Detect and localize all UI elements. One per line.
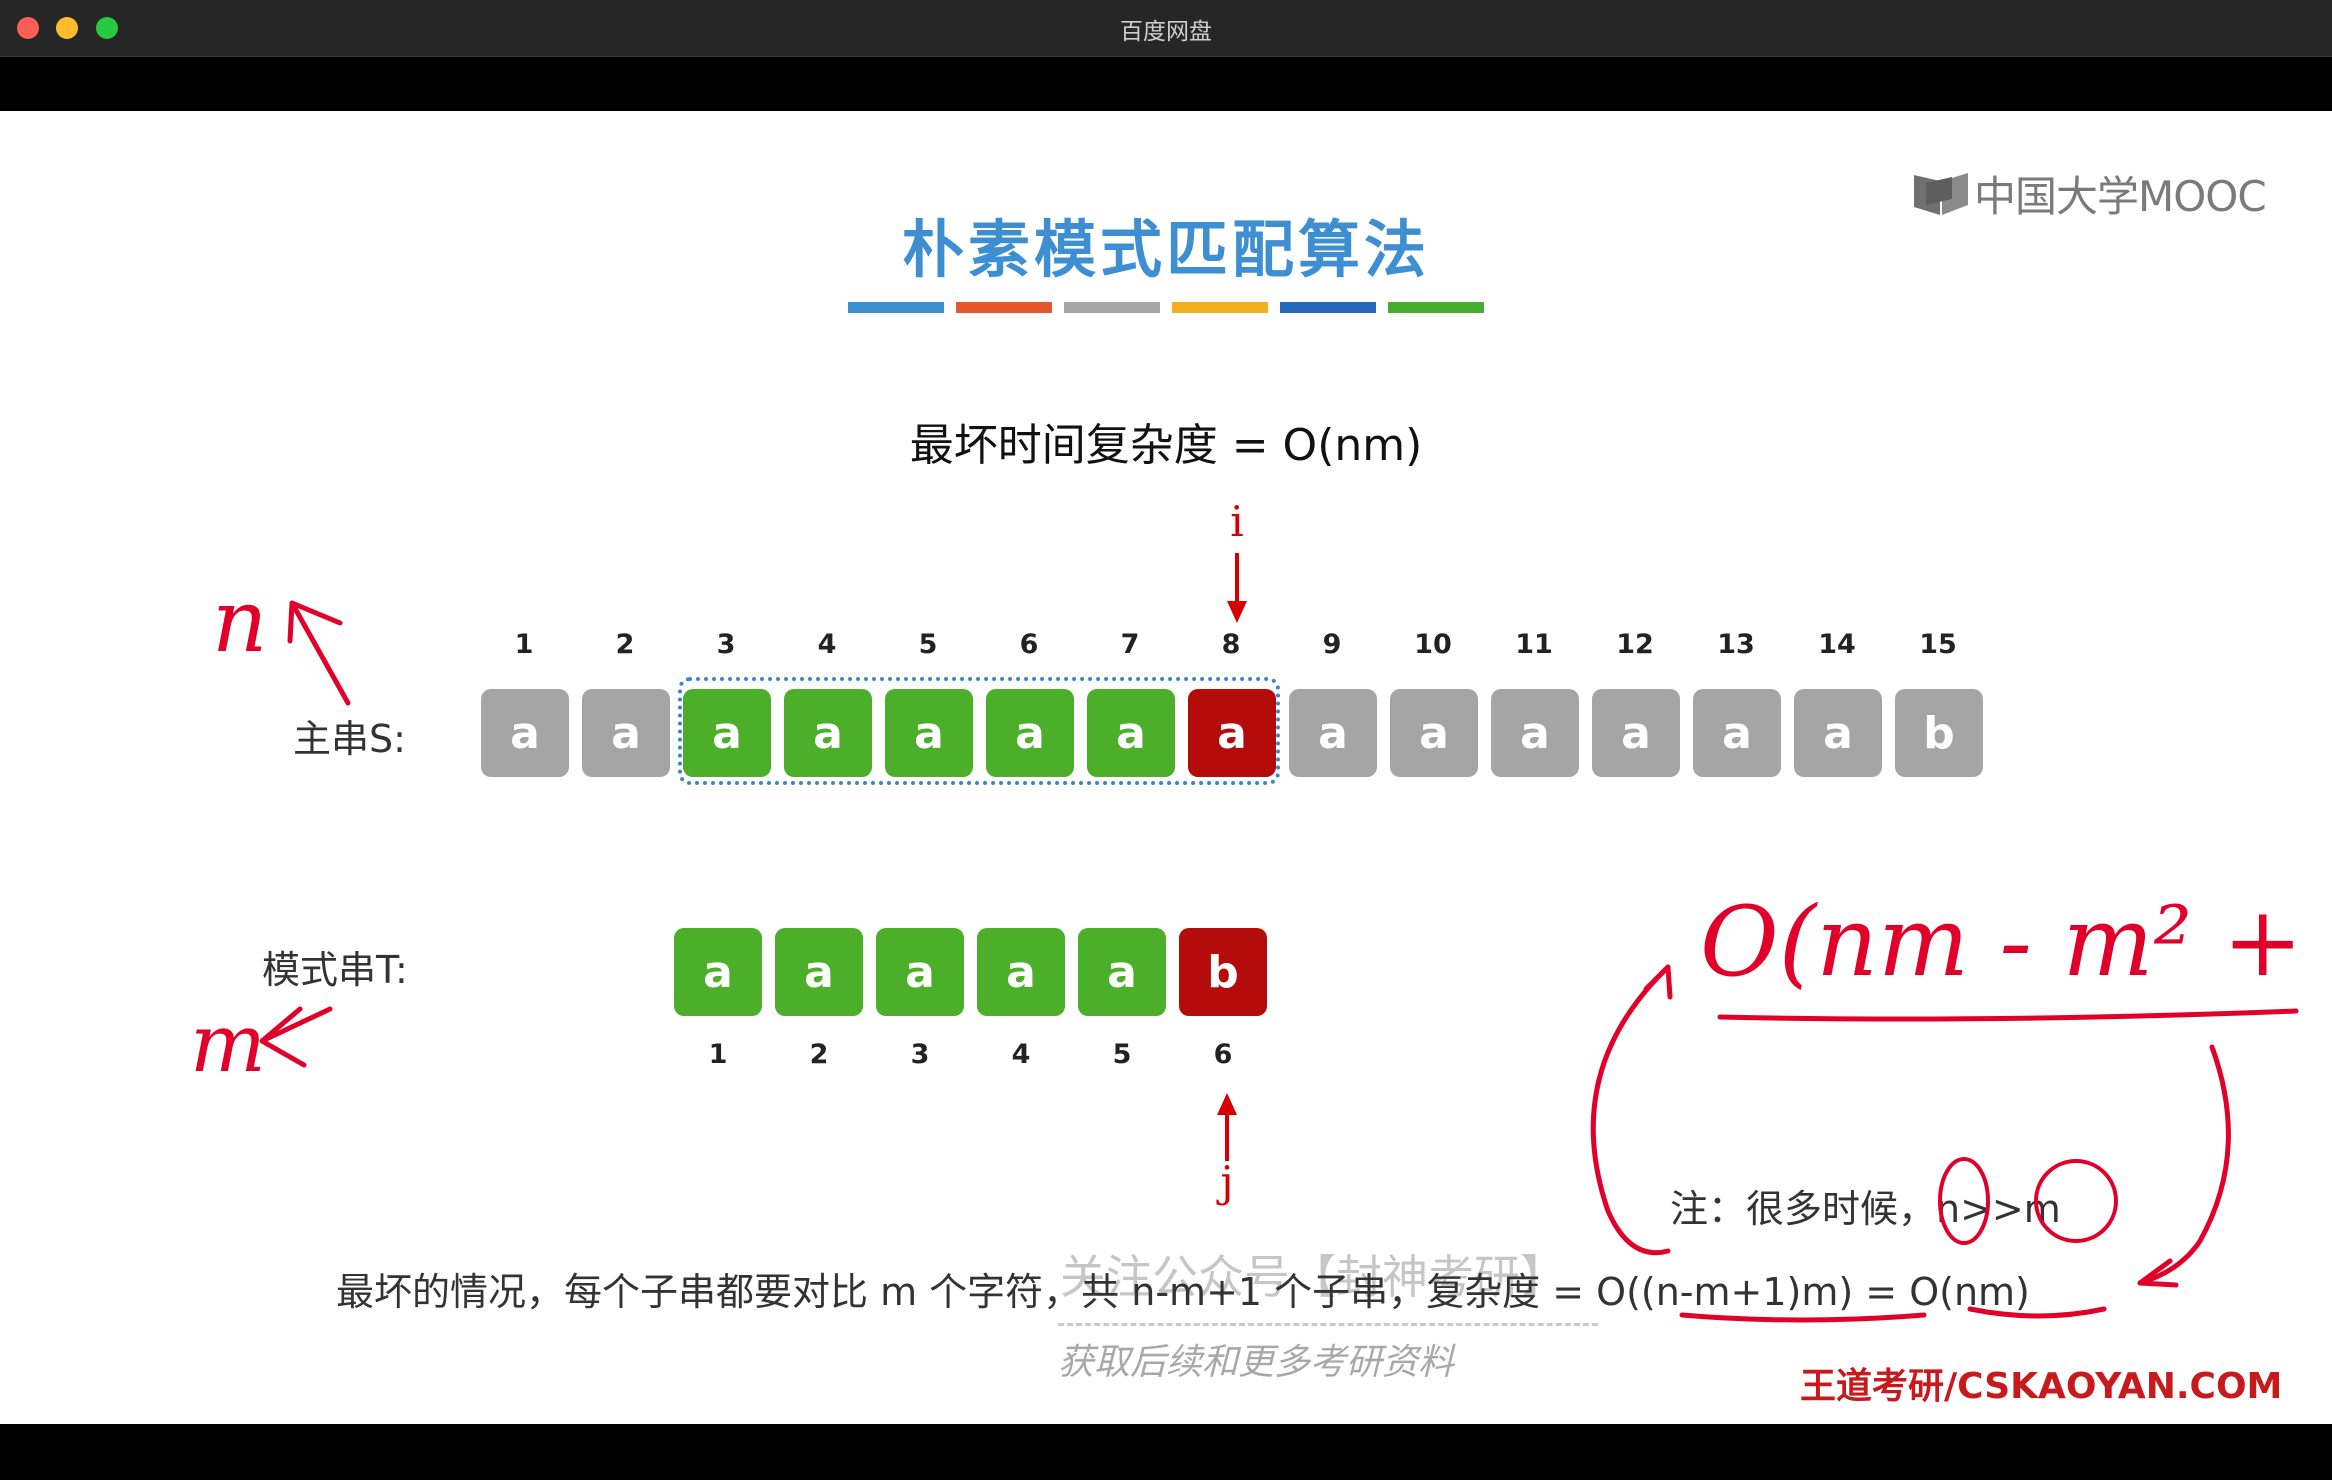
pattern-string-cell: a	[977, 928, 1065, 1016]
title-color-bar	[1388, 302, 1484, 313]
pattern-string-cell: b	[1179, 928, 1267, 1016]
main-string-label: 主串S:	[293, 717, 406, 761]
main-string-cell: a	[582, 689, 670, 777]
main-string-index: 13	[1717, 629, 1755, 660]
main-string-index: 3	[716, 629, 736, 660]
pattern-string-index: 5	[1112, 1039, 1132, 1070]
window-title: 百度网盘	[1120, 19, 1212, 45]
main-string-index: 15	[1919, 629, 1957, 660]
main-string-cell: a	[784, 689, 872, 777]
title-color-bar	[848, 302, 944, 313]
zoom-window-button[interactable]	[96, 17, 118, 39]
current-substring-window	[678, 677, 1280, 785]
pattern-string-cell: a	[674, 928, 762, 1016]
main-string-cell: a	[1794, 689, 1882, 777]
pointer-i-arrow	[1227, 553, 1247, 623]
title-color-bar	[1280, 302, 1376, 313]
main-string-index: 8	[1221, 629, 1241, 660]
main-string-cell: a	[1390, 689, 1478, 777]
mooc-logo: 中国大学MOOC	[1912, 167, 2267, 221]
handwritten-expansion: O(nm - m² + m)	[1700, 886, 2332, 998]
handwritten-annotations: n m O(nm - m² + m)	[190, 572, 2332, 1323]
title-color-bar	[956, 302, 1052, 313]
worst-case-explanation: 最坏的情况，每个子串都要对比 m 个字符，共 n-m+1 个子串，复杂度 = O…	[336, 1270, 2030, 1314]
main-string-index: 1	[514, 629, 534, 660]
main-string-index: 14	[1818, 629, 1856, 660]
handwritten-n: n	[212, 572, 267, 672]
pattern-string-label: 模式串T:	[262, 948, 408, 992]
pointer-j-label: j	[1220, 1157, 1234, 1206]
main-string-index: 7	[1120, 629, 1140, 660]
main-string-cell: a	[1491, 689, 1579, 777]
main-string-cell: a	[1188, 689, 1276, 777]
pattern-string-index: 6	[1213, 1039, 1233, 1070]
main-string-index: 11	[1515, 629, 1553, 660]
worst-case-formula: 最坏时间复杂度 = O(nm)	[909, 420, 1423, 471]
slide-title: 朴素模式匹配算法	[901, 213, 1430, 286]
minimize-window-button[interactable]	[56, 17, 78, 39]
main-string-cell: a	[1693, 689, 1781, 777]
main-string-cell: a	[481, 689, 569, 777]
pattern-string-index: 3	[910, 1039, 930, 1070]
pattern-string-index: 2	[809, 1039, 829, 1070]
main-string-index: 2	[615, 629, 635, 660]
main-string-index: 10	[1414, 629, 1452, 660]
main-string-cell: a	[885, 689, 973, 777]
video-letterbox-bottom	[0, 1424, 2332, 1480]
video-letterbox-top	[0, 57, 2332, 111]
main-string-cell: a	[683, 689, 771, 777]
pattern-string-cell: a	[1078, 928, 1166, 1016]
mooc-logo-text: 中国大学MOOC	[1974, 171, 2267, 221]
title-color-bar	[1172, 302, 1268, 313]
main-string-cell: a	[1289, 689, 1377, 777]
main-string-cell: b	[1895, 689, 1983, 777]
pattern-string-cell: a	[876, 928, 964, 1016]
mooc-book-icon	[1914, 173, 1968, 215]
main-string-index: 4	[817, 629, 837, 660]
window-titlebar: 百度网盘	[0, 0, 2332, 57]
watermark-line-1: 关注公众号【封神考研】	[1060, 1250, 1566, 1304]
main-string-index: 9	[1322, 629, 1342, 660]
pointer-j-arrow	[1217, 1093, 1237, 1161]
pointer-i-label: i	[1230, 497, 1244, 546]
title-color-bar	[1064, 302, 1160, 313]
watermark-line-2: 获取后续和更多考研资料	[1058, 1342, 1455, 1383]
main-string-cell: a	[1592, 689, 1680, 777]
pattern-string-index: 1	[708, 1039, 728, 1070]
main-string-index: 12	[1616, 629, 1654, 660]
main-string-index: 5	[918, 629, 938, 660]
main-string-cell: a	[986, 689, 1074, 777]
pattern-string-cell: a	[775, 928, 863, 1016]
brand-watermark: 王道考研/CSKAOYAN.COM	[1800, 1366, 2283, 1407]
handwritten-m: m	[190, 997, 266, 1090]
watermark-divider	[1058, 1323, 1598, 1326]
close-window-button[interactable]	[17, 17, 39, 39]
main-string-index: 6	[1019, 629, 1039, 660]
pattern-string-index: 4	[1011, 1039, 1031, 1070]
main-string-cell: a	[1087, 689, 1175, 777]
note-text: 注：很多时候，n>>m	[1670, 1187, 2061, 1231]
